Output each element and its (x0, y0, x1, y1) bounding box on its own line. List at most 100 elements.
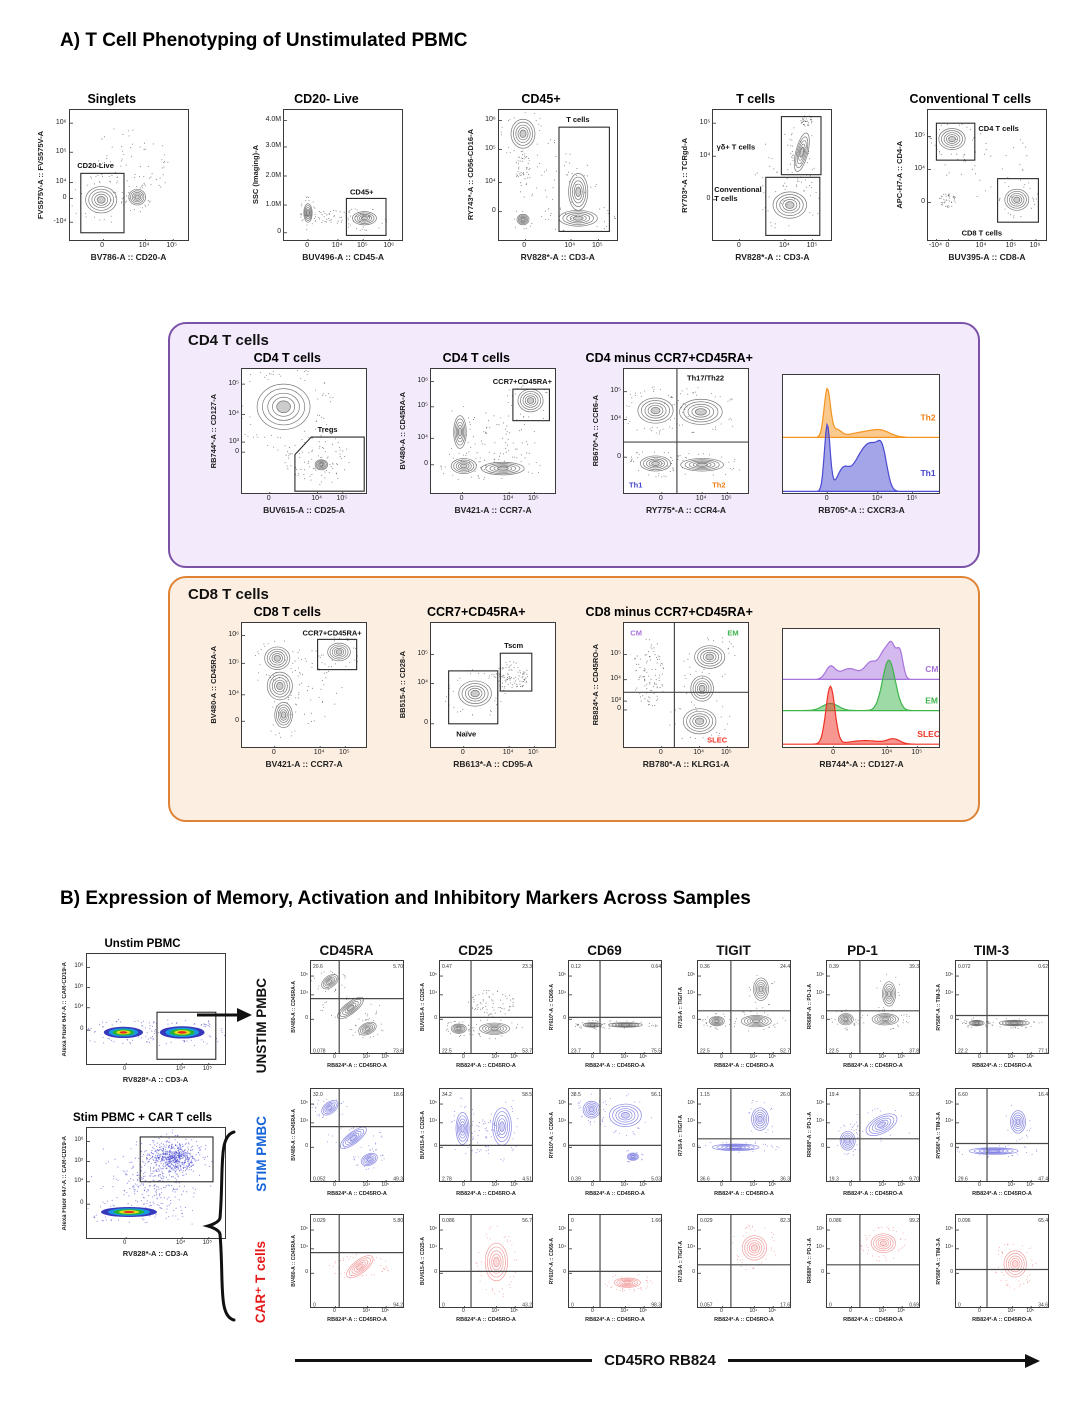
x-tick: 10⁴ (564, 242, 576, 249)
y-tick: 10⁵ (945, 1225, 953, 1232)
y-axis-label-text: RY586*-A :: TIM-3-A (935, 1237, 942, 1285)
svg-text:47.4: 47.4 (1038, 1177, 1048, 1183)
svg-text:5.70: 5.70 (393, 964, 403, 970)
x-tick: 0 (736, 242, 741, 249)
x-axis-label: BV421-A :: CCR7-A (454, 505, 532, 515)
y-tick: 0 (563, 1142, 566, 1149)
svg-text:52.7: 52.7 (780, 1049, 790, 1055)
x-axis-label: RB824*-A :: CD45RO-A (585, 1317, 645, 1323)
y-axis-label-text: RR688*-A :: PD-1-A (806, 1238, 813, 1284)
y-tick: 10⁴ (429, 1118, 437, 1125)
y-tick: 10⁵ (687, 1099, 695, 1106)
x-tick: 0 (266, 495, 271, 502)
y-axis-label-text: RY586*-A :: TIM-3-A (935, 1111, 942, 1159)
plot-canvas: CD20-Live (68, 109, 189, 241)
svg-text:43.2: 43.2 (522, 1303, 532, 1309)
y-tick: 10⁵ (610, 387, 621, 395)
x-tick: 10⁴ (749, 1182, 758, 1188)
x-tick: 10⁴ (1007, 1182, 1016, 1188)
y-axis-label: R718-A :: TIGIT-A (676, 1214, 685, 1308)
svg-text:18.6: 18.6 (393, 1092, 403, 1098)
y-tick: 10⁴ (914, 164, 925, 172)
plot-canvas-wrap: CCR7+CD45RA+ (241, 622, 368, 748)
x-tick: 10⁶ (383, 242, 395, 249)
x-tick: 0 (460, 749, 465, 756)
bottom-axis-label: CD45RO RB824 (604, 1352, 716, 1369)
svg-text:77.1: 77.1 (1038, 1049, 1048, 1055)
x-tick: 10⁵ (166, 242, 178, 249)
svg-text:36.6: 36.6 (700, 1177, 710, 1183)
y-tick: 10⁵ (300, 1099, 308, 1106)
y-tick: 10⁵ (816, 971, 824, 978)
y-tick: 0 (563, 1014, 566, 1021)
y-tick: 10⁵ (429, 1099, 437, 1106)
x-tick: 10⁵ (381, 1182, 390, 1188)
svg-text:CD4 T cells: CD4 T cells (978, 124, 1018, 133)
svg-text:Conventional: Conventional (715, 185, 763, 194)
svg-text:4.51: 4.51 (522, 1177, 532, 1183)
svg-text:SLEC: SLEC (918, 729, 941, 739)
column-header-cd25: CD25 (458, 943, 493, 958)
y-tick: 10⁴ (300, 990, 308, 997)
svg-text:22.5: 22.5 (700, 1049, 710, 1055)
plot-title: CD45+ (521, 92, 561, 106)
x-tick: 10⁵ (768, 1054, 777, 1060)
x-tick: 10⁵ (510, 1054, 519, 1060)
y-tick: 10⁴ (687, 1118, 695, 1125)
y-axis-label: BV480-A :: CD45RA-A (397, 368, 409, 494)
section-b-title: B) Expression of Memory, Activation and … (60, 888, 751, 909)
x-tick: 10⁵ (639, 1182, 648, 1188)
x-tick: 10⁴ (362, 1308, 371, 1314)
y-tick: 0 (692, 1014, 695, 1021)
svg-text:2.78: 2.78 (442, 1177, 452, 1183)
y-tick: 0 (821, 1014, 824, 1021)
svg-text:6.60: 6.60 (958, 1092, 968, 1098)
svg-text:32.0: 32.0 (313, 1092, 323, 1098)
y-axis-label: RB670*-A :: CCR6-A (590, 368, 602, 494)
x-tick: 10⁵ (1005, 242, 1017, 249)
y-tick: 10⁵ (74, 1157, 84, 1164)
x-tick: 10⁴ (362, 1054, 371, 1060)
y-tick: 0 (692, 1142, 695, 1149)
x-axis-label: RB824*-A :: CD45RO-A (714, 1317, 774, 1323)
y-axis-label-text: BV480-A :: CD45RA-A (208, 646, 218, 724)
y-tick: 10⁵ (228, 379, 240, 387)
